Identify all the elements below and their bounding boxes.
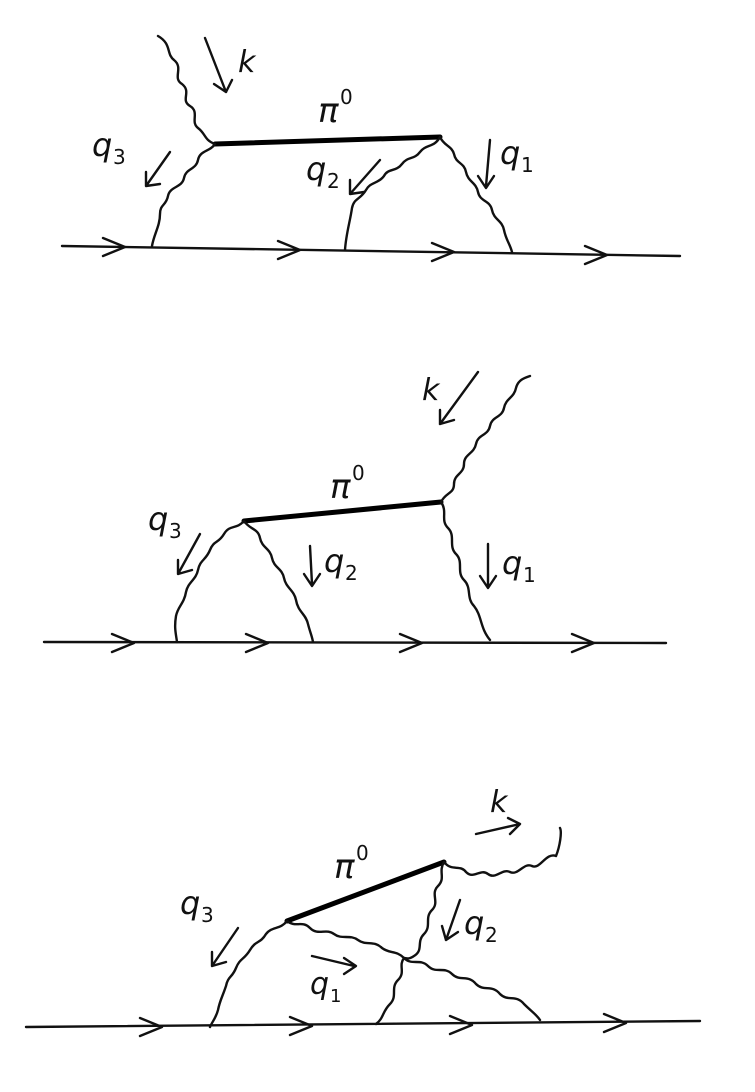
fermion-arrow-3a (138, 1016, 164, 1038)
photon-k-3 (442, 826, 562, 877)
photon-lower-left-3 (374, 956, 406, 1026)
fermion-arrow-1d (583, 244, 609, 266)
photon-q2-2 (242, 519, 315, 644)
arrow-q1-3 (310, 954, 358, 976)
fermion-arrow-1c (430, 241, 456, 263)
fermion-arrow-2a (110, 632, 136, 654)
label-pion-sup-2: 0 (352, 461, 365, 485)
label-q3-sub-2: 3 (169, 519, 182, 543)
label-q1-sub-1: 1 (521, 153, 534, 177)
arrow-q2-1 (348, 158, 382, 196)
diagram-1: k π 0 q 3 q 2 q 1 (60, 34, 682, 266)
label-q3-1: q (92, 126, 112, 164)
photon-lower-right-3 (402, 956, 542, 1022)
arrow-q2-2 (302, 544, 322, 588)
arrow-q3-1 (144, 150, 172, 188)
fermion-arrow-2d (570, 632, 596, 654)
arrow-k-3 (474, 816, 522, 836)
photon-q3-2 (173, 519, 246, 644)
label-q2-3: q (464, 904, 484, 942)
label-q1-3: q (310, 967, 329, 1002)
label-k-3: k (490, 785, 509, 820)
fermion-line-3 (24, 1019, 702, 1029)
label-q3-sub-1: 3 (113, 145, 126, 169)
photon-k-2 (439, 374, 532, 504)
photon-q2-3 (402, 860, 446, 960)
label-pion-2: π (330, 467, 351, 507)
photon-q2-1 (343, 135, 442, 252)
arrow-k-1 (203, 36, 234, 94)
photon-q1-3 (285, 919, 406, 960)
label-pion-3: π (334, 847, 355, 887)
label-pion-sup-1: 0 (340, 85, 353, 109)
diagram-2: k π 0 q 3 q 2 q 1 (42, 370, 668, 654)
label-q2-1: q (306, 150, 326, 188)
label-q1-sub-3: 1 (330, 986, 341, 1007)
label-q3-3: q (180, 884, 200, 922)
fermion-arrow-3d (602, 1012, 628, 1034)
arrow-q1-1 (476, 138, 496, 190)
arrow-q2-3 (440, 898, 462, 942)
photon-q1-1 (438, 135, 514, 254)
photon-q3-3 (208, 919, 289, 1029)
label-q2-2: q (324, 542, 344, 580)
label-pion-1: π (318, 91, 339, 131)
label-k-2: k (422, 373, 441, 408)
fermion-arrow-3c (448, 1014, 474, 1036)
photon-k-1 (156, 34, 217, 146)
label-q1-1: q (500, 134, 520, 172)
label-q3-2: q (148, 500, 168, 538)
fermion-line-1 (60, 244, 682, 258)
label-k-1: k (238, 45, 257, 80)
fermion-arrow-2c (398, 632, 424, 654)
arrow-q1-2 (478, 542, 498, 590)
label-q3-sub-3: 3 (201, 903, 214, 927)
photon-q3-1 (150, 142, 217, 248)
pion-line-2 (241, 499, 444, 524)
fermion-arrow-2b (244, 632, 270, 654)
label-q1-2: q (502, 544, 522, 582)
fermion-line-2 (42, 640, 668, 645)
fermion-arrow-3b (288, 1015, 314, 1037)
arrow-q3-2 (176, 532, 202, 576)
label-q2-sub-3: 2 (485, 923, 498, 947)
arrow-k-2 (438, 370, 480, 426)
pion-line-3 (284, 859, 447, 924)
photon-q1-2 (439, 500, 492, 642)
label-q1-sub-2: 1 (523, 563, 536, 587)
fermion-arrow-1a (101, 236, 127, 258)
label-q2-sub-2: 2 (345, 561, 358, 585)
label-pion-sup-3: 0 (356, 841, 369, 865)
pion-line-1 (212, 134, 443, 147)
fermion-arrow-1b (276, 239, 302, 261)
arrow-q3-3 (210, 926, 240, 968)
label-q2-sub-1: 2 (327, 169, 340, 193)
diagram-3: k π 0 q 3 q 1 q 2 (24, 785, 702, 1038)
